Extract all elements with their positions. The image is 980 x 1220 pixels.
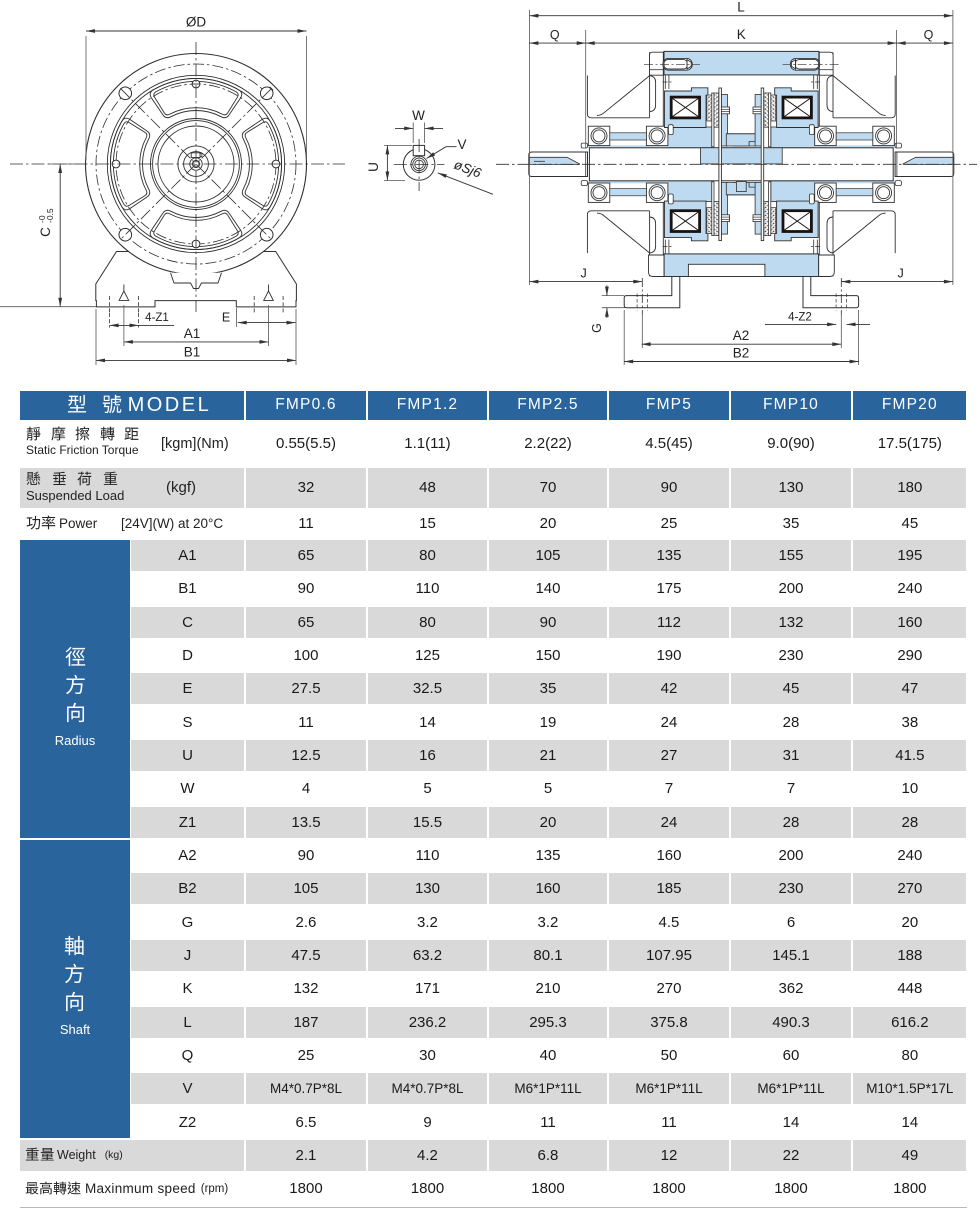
svg-text:A1: A1 [184, 326, 201, 341]
svg-text:J: J [897, 266, 903, 280]
svg-text:E: E [222, 311, 230, 325]
svg-text:B2: B2 [733, 346, 750, 361]
svg-text:ØD: ØD [186, 15, 207, 30]
svg-text:øSj6: øSj6 [452, 157, 484, 181]
svg-text:J: J [580, 266, 586, 280]
svg-text:Q: Q [924, 28, 934, 42]
svg-text:U: U [366, 162, 381, 172]
svg-text:G: G [590, 323, 604, 333]
svg-text:V: V [457, 137, 466, 152]
svg-text:C: C [38, 227, 53, 237]
svg-text:4-Z2: 4-Z2 [788, 312, 812, 324]
svg-text:K: K [737, 27, 746, 42]
svg-text:-0: -0 [37, 215, 47, 223]
svg-text:A2: A2 [733, 328, 750, 343]
svg-text:-0.5: -0.5 [45, 208, 55, 223]
svg-text:Q: Q [550, 28, 560, 42]
svg-text:B1: B1 [184, 345, 201, 360]
svg-text:L: L [737, 0, 745, 15]
svg-text:4-Z1: 4-Z1 [145, 312, 169, 324]
svg-text:W: W [412, 108, 425, 123]
